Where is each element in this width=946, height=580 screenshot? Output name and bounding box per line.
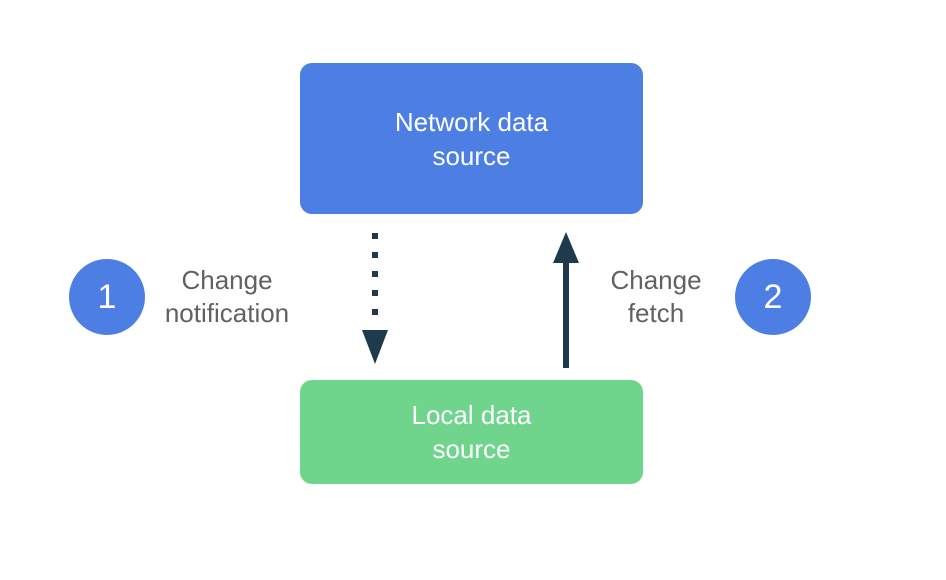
step-2-badge: 2 [735,259,811,335]
local-data-source-label: Local data source [411,400,532,464]
network-data-source-label: Network data source [394,106,549,171]
arrow-down-icon [362,330,388,364]
local-data-source-node: Local data source [300,380,643,484]
step-2-number: 2 [763,277,783,316]
change-notification-label: Change notification [164,265,290,328]
change-notification-arrow [362,233,388,364]
step-1-number: 1 [97,277,117,316]
arrow-up-icon [553,232,579,263]
step-1-badge: 1 [69,259,145,335]
change-fetch-label: Change fetch [610,265,702,328]
network-data-source-node: Network data source [300,63,643,214]
